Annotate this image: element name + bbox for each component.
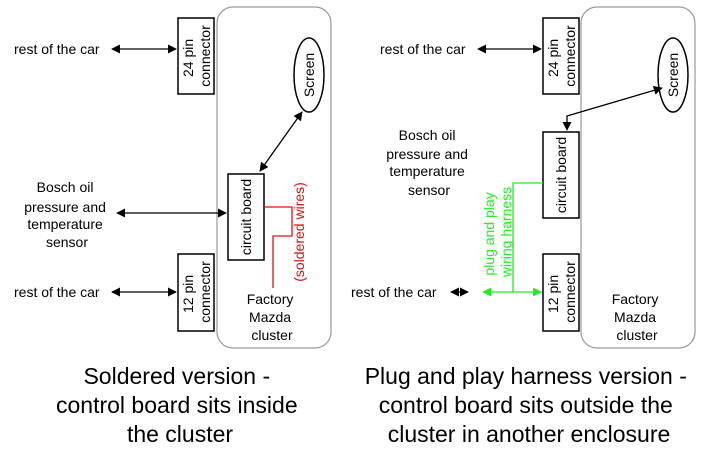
right-harness-wire-branch [512, 182, 543, 292]
left-diagram: 24 pin connector Screen circuit board 12… [14, 6, 332, 447]
right-24pin-label-1: 24 pin [545, 39, 561, 77]
left-12pin-connector-box [177, 253, 215, 332]
right-cluster-line-2: Mazda [614, 309, 656, 325]
left-soldered-wires-label: (soldered wires) [291, 182, 307, 282]
right-circuit-board-box [542, 131, 580, 219]
left-screen-label: Screen [301, 53, 317, 97]
right-sensor-line-1: Bosch oil [399, 127, 456, 143]
svg-text:Factory Mazda clus: Factory Mazda cluster [247, 291, 298, 343]
right-rest-of-car-bottom: rest of the car [351, 284, 437, 300]
left-cluster-line-2: Mazda [249, 309, 291, 325]
right-24pin-label-2: connector [562, 25, 578, 87]
left-soldered-wire [264, 206, 293, 288]
left-caption-line-1: Soldered version - [83, 363, 270, 389]
right-caption-line-3: cluster in another enclosure [388, 421, 671, 447]
svg-text:Soldered version - contr: Soldered version - control board sits in… [56, 363, 304, 447]
left-12pin-label-2: connector [197, 261, 213, 323]
right-caption-line-2: control board sits outside the [379, 392, 673, 418]
right-cluster-line-3: cluster [616, 327, 658, 343]
left-screen-shape [293, 37, 325, 113]
right-harness-label-2: wiring harness [498, 187, 514, 278]
svg-text:Plug and play harness version: Plug and play harness version - control … [365, 363, 694, 447]
svg-text:plug and play wiring har: plug and play wiring harness [481, 187, 514, 278]
left-24pin-label-1: 24 pin [180, 39, 196, 77]
left-sensor-line-3: temperature [27, 216, 103, 232]
right-12pin-label-2: connector [562, 261, 578, 323]
right-caption-line-1: Plug and play harness version - [365, 363, 687, 389]
right-screen-label: Screen [665, 53, 681, 97]
svg-text:12 pin connector: 12 pin connector [180, 261, 213, 323]
left-sensor-line-2: pressure and [24, 199, 106, 215]
svg-text:Bosch oil pressure and: Bosch oil pressure and temperature senso… [24, 179, 110, 250]
left-caption-line-3: the cluster [127, 421, 233, 447]
right-12pin-label-1: 12 pin [545, 275, 561, 313]
left-24pin-label-2: connector [197, 25, 213, 87]
right-circuit-board-label: circuit board [553, 137, 569, 213]
svg-text:Factory Mazda clus: Factory Mazda cluster [612, 291, 663, 343]
right-12pin-connector-box [542, 253, 580, 332]
left-24pin-connector-box [177, 17, 215, 95]
left-circuit-board-label: circuit board [238, 179, 254, 255]
left-arrow-board-to-screen [259, 111, 303, 172]
left-rest-of-car-bottom: rest of the car [14, 284, 100, 300]
left-12pin-label-1: 12 pin [180, 275, 196, 313]
svg-text:12 pin connector: 12 pin connector [545, 261, 578, 323]
left-caption-line-2: control board sits inside [56, 392, 298, 418]
right-24pin-connector-box [542, 17, 580, 95]
left-rest-of-car-top: rest of the car [14, 41, 100, 57]
svg-text:Bosch oil pressure and: Bosch oil pressure and temperature senso… [386, 127, 472, 198]
right-sensor-line-4: sensor [408, 182, 450, 198]
right-cluster-line-1: Factory [612, 291, 659, 307]
left-sensor-line-4: sensor [46, 234, 88, 250]
right-screen-shape [657, 37, 689, 113]
right-harness-label-1: plug and play [481, 192, 497, 275]
left-cluster-line-3: cluster [251, 327, 293, 343]
right-sensor-line-3: temperature [389, 163, 465, 179]
svg-text:24 pin connector: 24 pin connector [180, 25, 213, 87]
right-sensor-line-2: pressure and [386, 146, 468, 162]
right-rest-of-car-top: rest of the car [380, 41, 466, 57]
left-circuit-board-box [227, 173, 265, 261]
left-cluster-line-1: Factory [247, 291, 294, 307]
right-arrow-board-to-screen [562, 85, 663, 131]
left-sensor-line-1: Bosch oil [37, 179, 94, 195]
right-diagram: 24 pin connector Screen circuit board 12… [351, 6, 696, 447]
svg-text:24 pin connector: 24 pin connector [545, 25, 578, 87]
